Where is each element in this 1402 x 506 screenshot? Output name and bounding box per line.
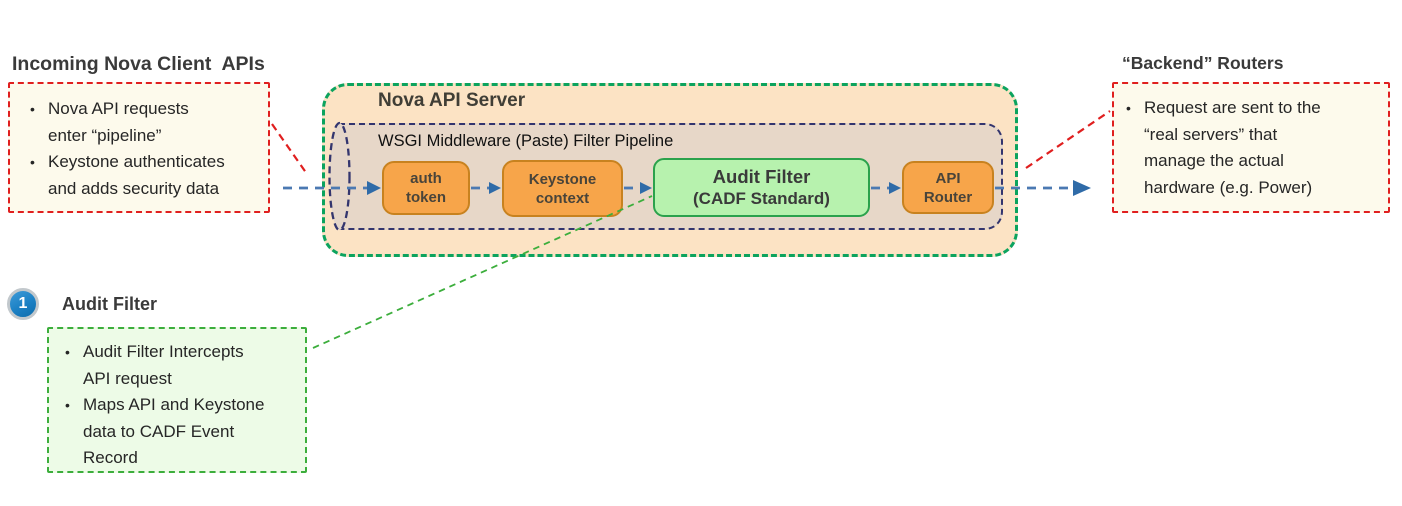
stage-api-router-line2: Router	[923, 188, 973, 206]
incoming-bullet-1: • Nova API requests enter “pipeline”	[30, 96, 262, 149]
stage-auth-token-line2: token	[405, 189, 446, 206]
incoming-bullet-2: • Keystone authenticates and adds securi…	[30, 149, 262, 202]
stage-api-router-line1: API	[935, 169, 961, 187]
bullet-dot: •	[65, 397, 70, 413]
incoming-reference-line	[271, 123, 308, 175]
wsgi-pipeline-title: WSGI Middleware (Paste) Filter Pipeline	[378, 132, 674, 150]
bullet-dot: •	[30, 154, 35, 170]
bullet-dot: •	[30, 101, 35, 117]
bullet-dot: •	[65, 344, 70, 360]
incoming-heading: Incoming Nova Client APIs	[12, 53, 265, 75]
stage-keystone-context: Keystone context	[502, 160, 623, 217]
stage-keystone-context-line1: Keystone	[528, 170, 597, 188]
stage-auth-token-line1: auth	[410, 170, 442, 187]
flow-exit-arrowhead-icon	[1073, 180, 1091, 196]
audit-filter-note-box: • Audit Filter Intercepts API request • …	[47, 327, 307, 473]
incoming-note-box: • Nova API requests enter “pipeline” • K…	[8, 82, 270, 213]
stage-audit-filter-line1: Audit Filter	[712, 166, 811, 187]
note-bullet-2: • Maps API and Keystone data to CADF Eve…	[65, 392, 299, 472]
stage-audit-filter: Audit Filter (CADF Standard)	[653, 158, 870, 217]
stage-auth-token: auth token	[382, 161, 470, 215]
backend-bullet-1: • Request are sent to the “real servers”…	[1126, 95, 1382, 201]
backend-heading: “Backend” Routers	[1122, 53, 1284, 73]
incoming-bullet-1-text: Nova API requests enter “pipeline”	[48, 99, 189, 145]
stage-keystone-context-line2: context	[535, 189, 590, 207]
note-bullet-2-text: Maps API and Keystone data to CADF Event…	[83, 395, 265, 467]
bullet-dot: •	[1126, 100, 1131, 116]
step-1-badge: 1	[7, 288, 39, 320]
backend-note-box: • Request are sent to the “real servers”…	[1112, 82, 1390, 213]
backend-reference-line	[1025, 110, 1111, 169]
note-bullet-1-text: Audit Filter Intercepts API request	[83, 342, 244, 388]
stage-audit-filter-line2: (CADF Standard)	[693, 189, 830, 208]
note-bullet-1: • Audit Filter Intercepts API request	[65, 339, 299, 392]
stage-api-router: API Router	[902, 161, 994, 214]
nova-api-server-title: Nova API Server	[378, 90, 526, 111]
audit-filter-heading: Audit Filter	[62, 294, 157, 314]
backend-bullet-1-text: Request are sent to the “real servers” t…	[1144, 98, 1321, 197]
incoming-bullet-2-text: Keystone authenticates and adds security…	[48, 152, 225, 198]
